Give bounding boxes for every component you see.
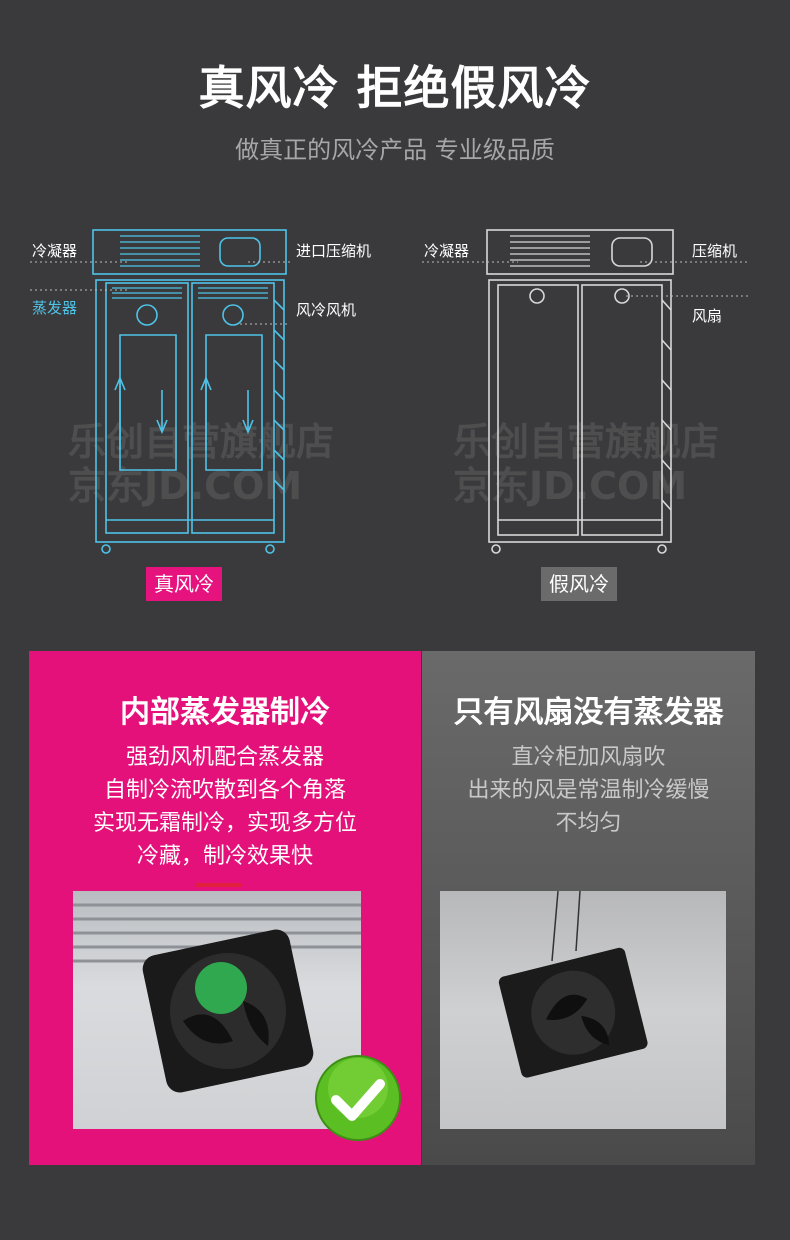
- panel-right-description: 直冷柜加风扇吹 出来的风是常温制冷缓慢 不均匀: [467, 745, 710, 836]
- panel-fan-only: 只有风扇没有蒸发器 直冷柜加风扇吹 出来的风是常温制冷缓慢 不均匀: [422, 651, 755, 1165]
- hanging-fan-photo: [440, 891, 726, 1129]
- hanging-fan-icon: [498, 891, 648, 1078]
- checkmark-icon: [315, 1055, 401, 1141]
- label-fan-left: 风冷风机: [296, 301, 357, 319]
- panel-right-title: 只有风扇没有蒸发器: [453, 695, 724, 730]
- page-title: 真风冷 拒绝假风冷: [198, 61, 592, 115]
- panel-left-description: 强劲风机配合蒸发器 自制冷流吹散到各个角落 实现无霜制冷，实现多方位 冷藏，制冷…: [92, 745, 357, 869]
- cabinet-line-drawings: [30, 229, 748, 554]
- panel-left-title: 内部蒸发器制冷: [120, 695, 330, 730]
- label-evaporator-left: 蒸发器: [32, 299, 78, 317]
- fan-with-coil-icon: [73, 903, 361, 1093]
- label-fan-right: 风扇: [692, 307, 723, 325]
- label-compressor-right: 压缩机: [692, 242, 738, 260]
- cabinet-diagrams: 乐创自营旗舰店 京东JD.COM 乐创自营旗舰店 京东JD.COM: [30, 229, 748, 601]
- evaporator-fan-photo: [73, 891, 361, 1129]
- tag-real-air-cooled: 真风冷: [146, 567, 222, 601]
- label-condenser-right: 冷凝器: [424, 242, 470, 260]
- panel-real-evaporator: 内部蒸发器制冷 强劲风机配合蒸发器 自制冷流吹散到各个角落 实现无霜制冷，实现多…: [29, 651, 421, 1165]
- fake-air-cooled-cabinet: [486, 229, 674, 554]
- label-condenser-left: 冷凝器: [32, 242, 78, 260]
- label-compressor-left: 进口压缩机: [296, 242, 372, 260]
- watermark-left: 乐创自营旗舰店 京东JD.COM: [68, 420, 335, 508]
- real-air-cooled-cabinet: [92, 229, 287, 554]
- underline-mark: [195, 883, 241, 887]
- tag-fake-air-cooled: 假风冷: [541, 567, 617, 601]
- page-subtitle: 做真正的风冷产品 专业级品质: [235, 136, 555, 164]
